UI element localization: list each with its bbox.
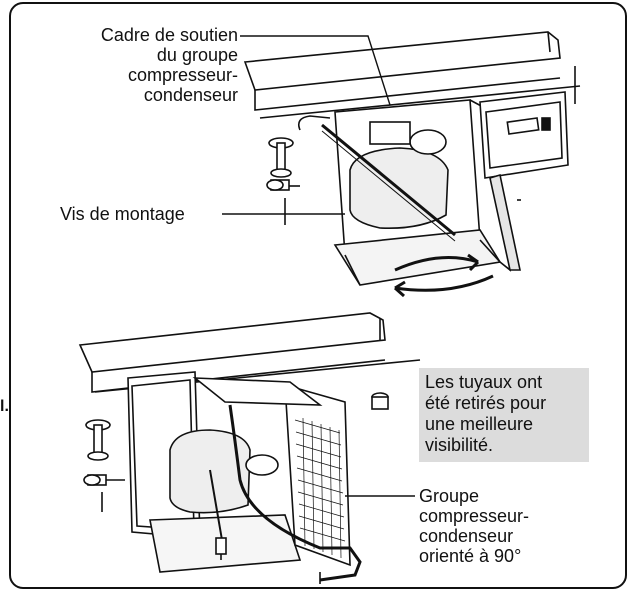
top-unit-body	[321, 99, 512, 286]
rotated-unit-label-line: compresseur-	[419, 506, 530, 526]
top-valves	[266, 115, 331, 225]
rotated-unit-label-line: orienté à 90°	[419, 546, 522, 566]
note-line: Les tuyaux ont	[425, 372, 543, 392]
support-frame-label-line: compresseur-	[127, 65, 238, 85]
note-line: été retirés pour	[425, 393, 547, 413]
rotated-unit-label: Groupe compresseur- condenseur orienté à…	[419, 486, 529, 566]
support-frame-label-line: condenseur	[143, 85, 238, 105]
stray-text-fragment: l.	[0, 398, 9, 415]
mounting-screw-label: Vis de montage	[60, 204, 185, 224]
top-leader-lines	[222, 35, 391, 215]
top-ceiling-rail	[243, 31, 581, 119]
bottom-unit-body	[127, 371, 362, 584]
bottom-valves	[83, 419, 125, 512]
note-line: une meilleure	[425, 414, 534, 434]
visibility-note: Les tuyaux ont été retirés pour une meil…	[419, 368, 589, 462]
rotated-unit-label-line: condenseur	[419, 526, 514, 546]
rotation-arrows-icon	[394, 253, 494, 298]
rotated-unit-label-line: Groupe	[419, 486, 480, 506]
support-frame-label-line: Cadre de soutien	[100, 25, 238, 45]
support-frame-label: Cadre de soutien du groupe compresseur- …	[40, 25, 238, 105]
top-control-box	[479, 91, 569, 271]
support-frame-label-line: du groupe	[156, 45, 238, 65]
note-line: visibilité.	[425, 435, 494, 455]
